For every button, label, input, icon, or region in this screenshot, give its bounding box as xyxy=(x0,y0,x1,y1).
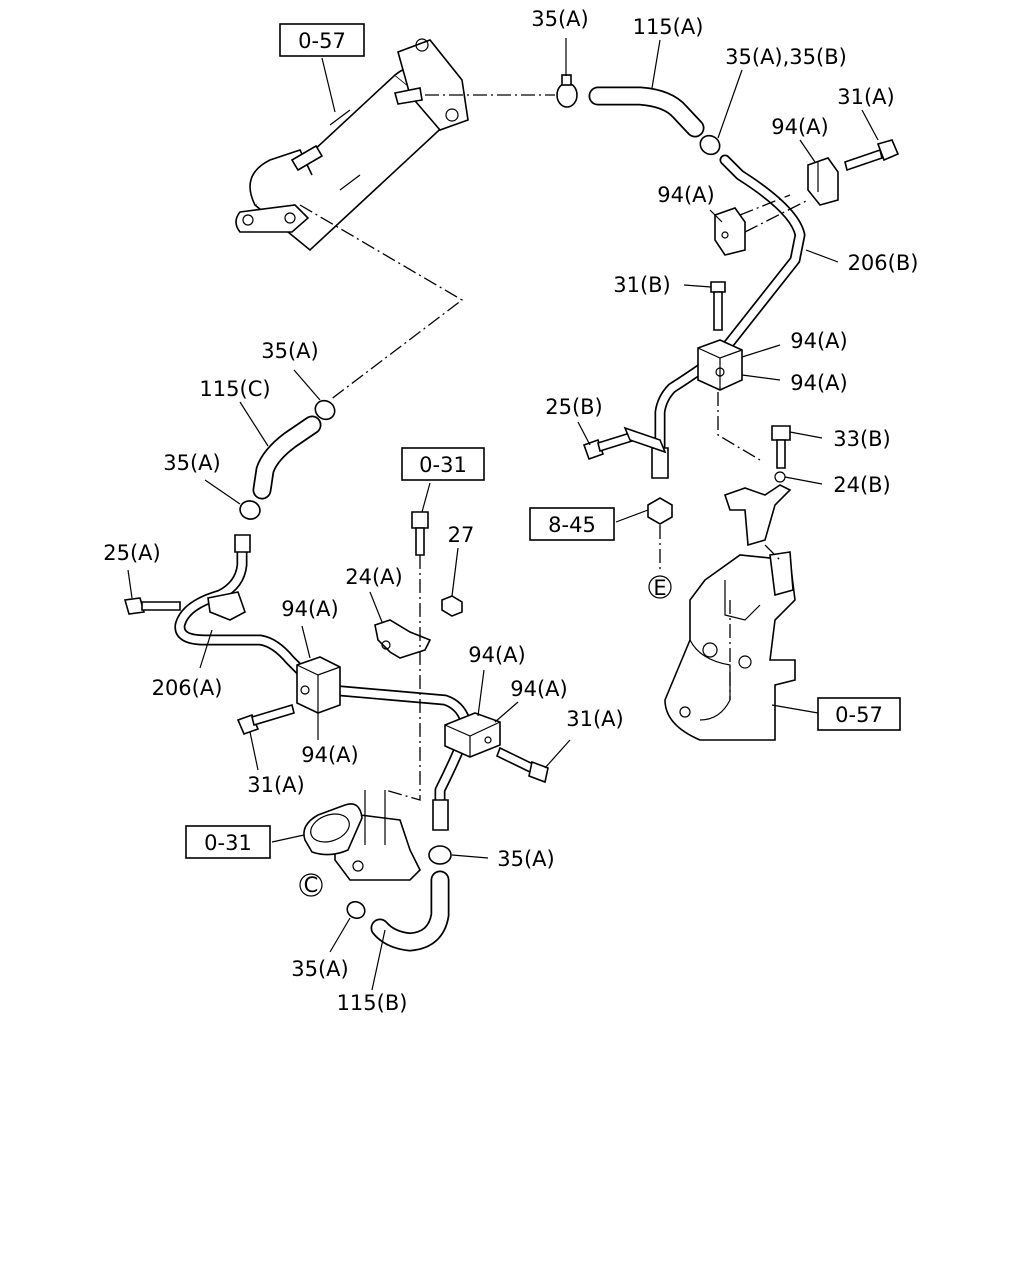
clip-94-right xyxy=(697,339,743,391)
label-25b: 25(B) xyxy=(545,395,603,419)
label-35a-m2: 35(A) xyxy=(163,451,220,475)
svg-text:0-57: 0-57 xyxy=(835,703,883,727)
label-94a-top: 94(A) xyxy=(771,115,828,139)
label-115c: 115(C) xyxy=(199,377,270,401)
label-115a: 115(A) xyxy=(633,15,704,39)
clamp-35a-bottom xyxy=(346,900,366,920)
clip-94-top xyxy=(807,157,839,206)
label-94a-r2: 94(A) xyxy=(790,371,847,395)
label-31a-l: 31(A) xyxy=(247,773,304,797)
clamp-35a-mid2 xyxy=(239,500,261,520)
label-94a-mid: 94(A) xyxy=(657,183,714,207)
label-31a-top: 31(A) xyxy=(837,85,894,109)
clip-94-left xyxy=(296,656,341,714)
clamp-35a-mid1 xyxy=(314,399,336,421)
clip-94-lower xyxy=(444,712,501,758)
thermostat-housing xyxy=(303,790,421,881)
bracket-206a xyxy=(207,591,246,621)
svg-text:8-45: 8-45 xyxy=(548,513,596,537)
clamp-35a-low xyxy=(428,845,452,865)
hose-115c xyxy=(252,415,322,500)
assembly-lines xyxy=(299,94,809,801)
label-35a-m1: 35(A) xyxy=(261,339,318,363)
label-24a: 24(A) xyxy=(345,565,402,589)
label-94a-r1: 94(A) xyxy=(790,329,847,353)
label-206b: 206(B) xyxy=(848,251,919,275)
bracket-24a xyxy=(374,619,432,659)
svg-text:0-31: 0-31 xyxy=(419,453,467,477)
ref-box-0-57-top: 0-57 xyxy=(279,23,365,57)
svg-text:C: C xyxy=(304,873,319,897)
label-94a-l4: 94(A) xyxy=(301,743,358,767)
clamp-35ab xyxy=(699,134,721,156)
svg-text:0-57: 0-57 xyxy=(298,29,346,53)
clip-94-mid xyxy=(714,207,746,256)
manifold-housing xyxy=(664,551,796,741)
callout-labels: 35(A) 115(A) 35(A),35(B) 31(A) 94(A) 94(… xyxy=(103,7,918,1015)
bolt-31a-top xyxy=(844,139,900,172)
ref-box-0-31-mid: 0-31 xyxy=(401,447,485,481)
label-115b: 115(B) xyxy=(337,991,408,1015)
fitting-8-45 xyxy=(647,497,673,525)
label-94a-l1: 94(A) xyxy=(281,597,338,621)
label-25a: 25(A) xyxy=(103,541,160,565)
bolt-31a-left xyxy=(236,703,295,736)
bracket-24b xyxy=(723,471,792,547)
label-35a-top: 35(A) xyxy=(531,7,588,31)
bracket-25b xyxy=(623,426,667,454)
hose-115b xyxy=(370,870,450,952)
label-206a: 206(A) xyxy=(152,676,223,700)
hose-115a xyxy=(588,86,705,138)
label-31b: 31(B) xyxy=(613,273,671,297)
ref-box-8-45: 8-45 xyxy=(529,507,615,541)
svg-text:E: E xyxy=(653,576,666,600)
leader-lines: E C xyxy=(127,38,879,991)
label-27: 27 xyxy=(448,523,475,547)
ref-box-0-57-right: 0-57 xyxy=(817,697,901,731)
bolt-33b xyxy=(771,425,791,469)
label-35ab: 35(A),35(B) xyxy=(725,45,847,69)
label-35a-bottom: 35(A) xyxy=(291,957,348,981)
bolt-31b xyxy=(710,281,726,331)
svg-text:0-31: 0-31 xyxy=(204,831,252,855)
label-94a-l2: 94(A) xyxy=(468,643,525,667)
clamp-35a-top xyxy=(556,74,578,108)
bolt-31a-right xyxy=(495,746,549,784)
ref-box-0-31-bottom: 0-31 xyxy=(185,825,271,859)
egr-cooler xyxy=(235,38,469,252)
bolt-25a xyxy=(123,597,181,615)
label-33b: 33(B) xyxy=(833,427,891,451)
label-31a-r: 31(A) xyxy=(566,707,623,731)
label-94a-l3: 94(A) xyxy=(510,677,567,701)
label-35a-low: 35(A) xyxy=(497,847,554,871)
label-24b: 24(B) xyxy=(833,473,891,497)
nut-27 xyxy=(441,595,463,617)
bolt-top-031 xyxy=(411,511,429,556)
bolt-25b xyxy=(582,431,633,461)
